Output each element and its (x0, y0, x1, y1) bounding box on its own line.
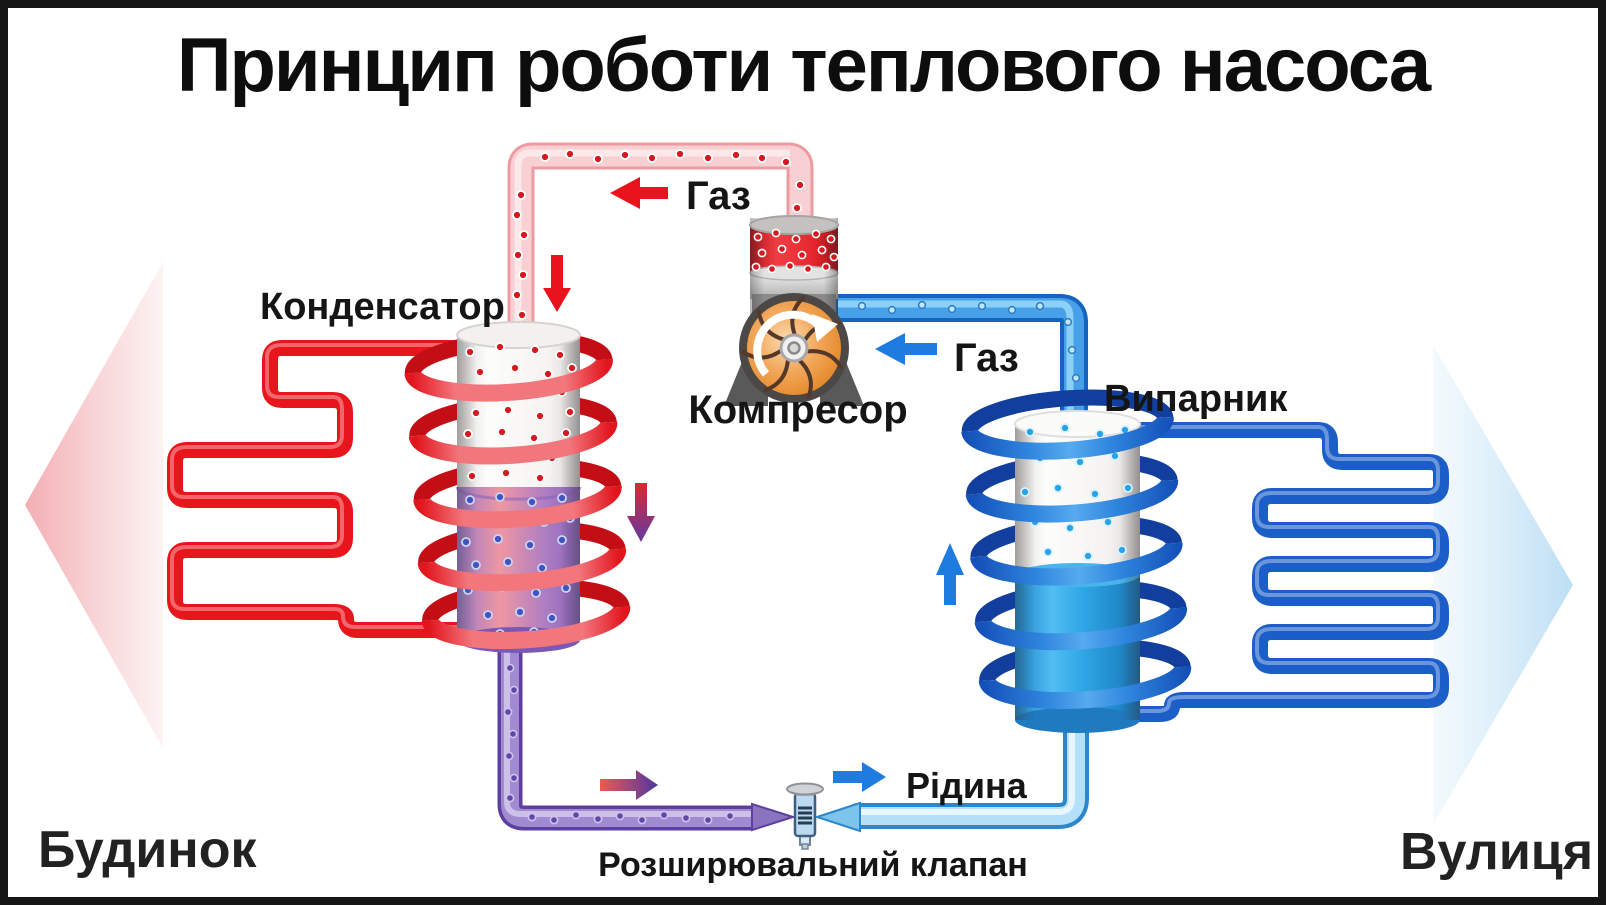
compressor-label: Компресор (688, 388, 908, 432)
expansion-valve-device (786, 782, 824, 850)
condenser-radiator-coil (167, 340, 583, 638)
liquid-label: Рідина (906, 765, 1027, 806)
page-title: Принцип роботи теплового насоса (176, 23, 1431, 108)
evaporator-label: Випарник (1104, 378, 1288, 420)
liquid-flow-arrow (600, 770, 658, 800)
house-heat-arrow (25, 262, 163, 748)
gas-hot-flow-arrow (610, 177, 668, 209)
condenser-label: Конденсатор (260, 286, 505, 328)
expansion-valve-label: Розширювальний клапан (598, 846, 1028, 884)
compressor-unit (724, 215, 864, 406)
gas-cold-label: Газ (954, 336, 1019, 380)
liquid-blue-flow-arrow (833, 762, 886, 792)
house-label: Будинок (38, 821, 257, 879)
street-heat-arrow (1433, 345, 1573, 825)
liquid-blue-pipe (813, 701, 1089, 833)
condense-down-arrow (543, 255, 571, 312)
rotation-arrow-icon (753, 310, 824, 377)
hot-gas-pipe (507, 142, 814, 359)
evaporate-up-arrow (936, 543, 964, 605)
diagram-canvas (25, 142, 1573, 850)
gas-cold-flow-arrow (875, 333, 937, 365)
condenser-tank (404, 321, 631, 653)
condensed-liquid-down-arrow (627, 483, 655, 542)
evaporator-radiator-coil (1110, 422, 1449, 722)
gas-hot-label: Газ (686, 174, 751, 218)
evaporator-tank (961, 389, 1192, 733)
liquid-purple-pipe (497, 637, 797, 832)
street-label: Вулиця (1400, 823, 1594, 881)
